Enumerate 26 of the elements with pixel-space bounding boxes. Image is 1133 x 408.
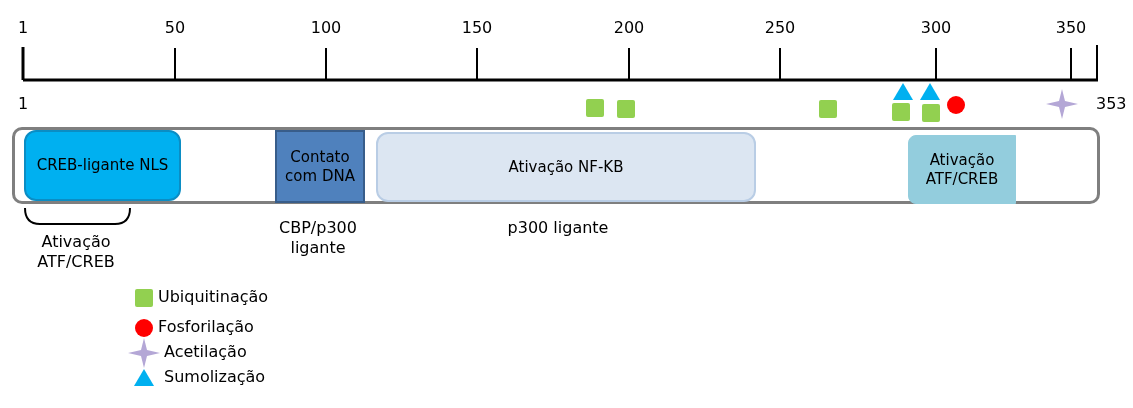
tick-label: 250 [763,18,797,38]
domain-box [908,135,1016,204]
tick-label: 1 [16,18,30,38]
sequence-start-label: 1 [16,94,30,114]
domain-box [275,130,365,203]
domain-name: CREB-ligante NLS [36,156,169,175]
domain-box [24,130,181,201]
domain-box [376,132,756,202]
tick-label: 150 [460,18,494,38]
domain-label: CBP/p300 ligante [278,218,358,258]
domain-name: Ativação ATF/CREB [924,150,1000,189]
domain-label: Ativação ATF/CREB [36,232,116,272]
protein-bar [12,127,1100,204]
domain-label: p300 ligante [506,218,610,238]
tick-label: 300 [919,18,953,38]
legend-label: Fosforilação [158,317,254,336]
tick-label: 50 [163,18,187,38]
legend-label: Acetilação [164,342,247,361]
domain-name: Contato com DNA [284,147,356,186]
domain-name: Ativação NF-KB [508,157,624,177]
tick-label: 200 [612,18,646,38]
tick-label: 350 [1054,18,1088,38]
sequence-end-label: 353 [1096,94,1128,114]
tick-label: 100 [309,18,343,38]
legend-label: Ubiquitinação [158,287,269,306]
legend-label: Sumolização [164,367,266,386]
